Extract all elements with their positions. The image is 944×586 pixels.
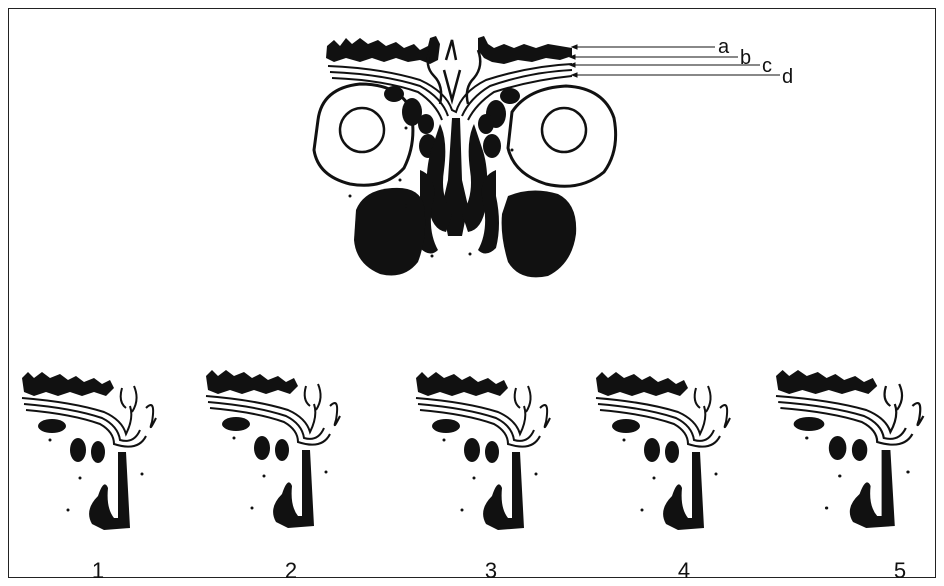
main-sinus-diagram: a b c d xyxy=(314,36,793,277)
eyeball-left xyxy=(340,108,384,152)
label-d: d xyxy=(782,66,793,88)
panel-5: 5 xyxy=(776,370,923,583)
label-c: c xyxy=(762,55,772,77)
olfactory-fold-right xyxy=(467,50,480,104)
crista-galli xyxy=(444,40,460,100)
panel-1: 1 xyxy=(22,372,156,583)
eyeball-right xyxy=(542,108,586,152)
panel-2: 2 xyxy=(206,370,340,583)
panel-label-4: 4 xyxy=(678,558,690,583)
turbinate-right xyxy=(462,124,487,232)
skull-bone-right xyxy=(478,36,572,64)
label-b: b xyxy=(740,47,751,69)
maxillary-sinus-left xyxy=(354,188,425,276)
panel-4: 4 xyxy=(596,372,730,583)
maxillary-sinus-right xyxy=(502,190,577,277)
panel-label-2: 2 xyxy=(285,558,297,583)
skull-bone-left xyxy=(326,36,440,64)
panel-label-3: 3 xyxy=(485,558,497,583)
label-a: a xyxy=(718,36,730,58)
panel-label-1: 1 xyxy=(92,558,104,583)
panel-label-5: 5 xyxy=(894,558,906,583)
figure-border xyxy=(9,9,936,578)
panel-3: 3 xyxy=(416,372,550,583)
